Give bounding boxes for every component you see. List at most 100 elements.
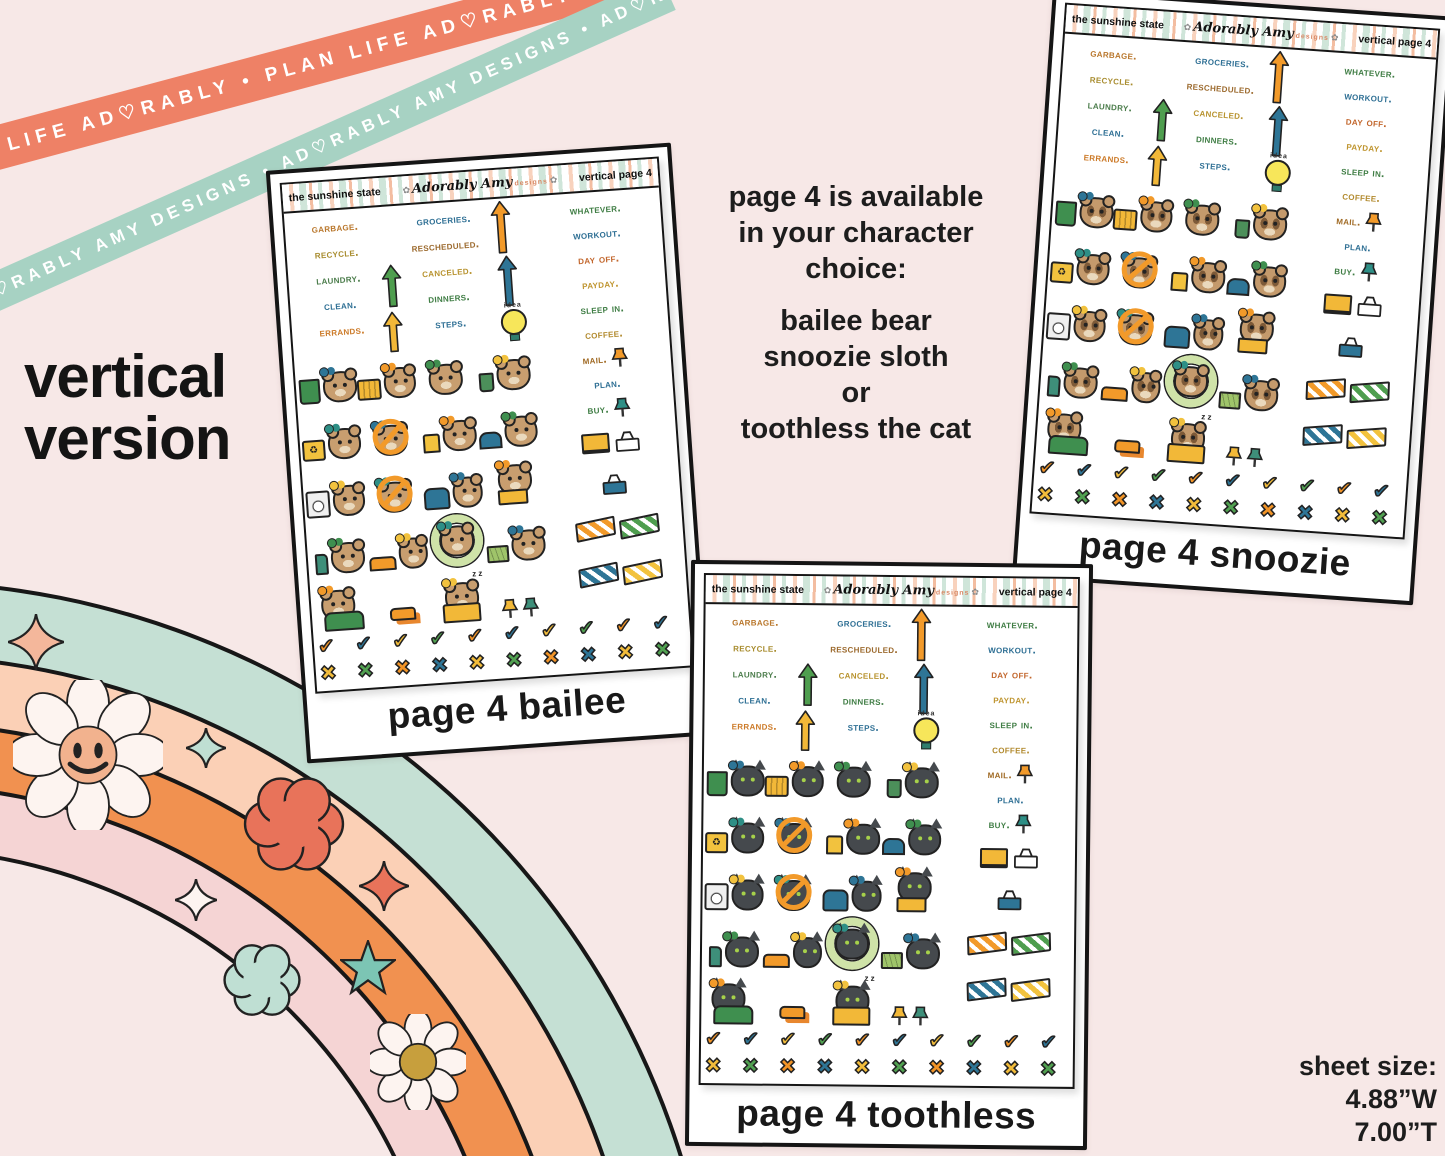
sticker-sloth-pushpins [1214,411,1277,472]
washi-strip-blue [578,560,620,589]
pushpin-icon [1359,261,1378,283]
character-face-bear [393,532,429,570]
no-symbol-icon [775,816,812,854]
x-mark-icon: ✖ [890,1057,908,1080]
hair-bow-icon [726,816,740,829]
character-face-sloth [1137,194,1175,234]
character-face-cat [726,816,766,854]
header-page-label: vertical page 4 [578,166,653,184]
binder-clip-white [613,429,642,453]
sheet-size-line-1: 4.88”W [1345,1083,1437,1114]
accessory-row [949,836,1071,881]
accessory-row [1291,279,1416,331]
ear-icon [460,521,475,536]
checkmark-icon: ✔ [965,1030,983,1053]
checkmark-icon: ✔ [704,1028,723,1051]
sheet-content: garbage.groceries.recycle.rescheduled.la… [701,604,1078,1091]
word-row: whatever. [951,611,1073,637]
sticker-bear-payday-cash [484,505,547,566]
sticker-sloth-recycling: ♻ [1049,228,1112,289]
pushpin-icon [1364,211,1383,233]
dinner-table-icon [1100,386,1129,402]
checkmark-icon: ✔ [651,611,670,635]
sticker-bear-dinner-time [366,514,429,575]
checkmark-icon: ✔ [1040,1031,1058,1054]
character-face-cat [726,759,766,797]
character-face-cat [841,817,881,855]
car-icon [712,1005,753,1025]
vertical-version-line1: vertical [24,343,227,410]
character-face-sloth [1182,197,1222,237]
word-errands: errands. [1083,149,1130,167]
binder-clip-white [1012,847,1040,869]
sticker-sloth-money-wreath [1159,350,1222,411]
word-workout: workout. [988,641,1037,657]
hair-bow-icon [720,930,733,943]
brand-subtitle: designs [514,178,549,188]
sparkle-mint [181,727,231,769]
ear-icon [753,816,766,827]
washi-strip-yellow [1010,977,1051,1002]
binder-clip-blue [995,889,1023,911]
washing-machine-icon [704,883,729,911]
sticker-cat-driving-car [703,970,763,1028]
checkmark-icon: ✔ [891,1030,909,1053]
recycle-bin-icon: ♻ [705,832,728,854]
character-face-sloth [1060,360,1100,400]
bed-icon [441,601,482,624]
sparkle-peach [3,613,69,671]
sticker-cat-coffee-to-go [883,744,943,802]
hair-bow-icon [900,761,913,774]
word-row: sleep in. [950,711,1072,737]
ear-icon [930,818,943,829]
sticker-cat-mailbox [882,801,943,859]
green-up-arrow [798,663,818,707]
sticker-bear-sneakers [370,570,433,631]
checkmark-icon: ✔ [1334,477,1354,501]
checkmark-icon: ✔ [354,632,373,656]
character-face-bear [506,524,547,562]
page-flag-clip [580,432,611,455]
x-mark-icon: ✖ [1370,507,1389,531]
sticker-cat-taking-out-garbage [706,742,766,800]
x-mark-icon: ✖ [779,1055,797,1079]
desk-icon [497,488,529,506]
character-face-bear [490,353,532,392]
armchair-icon [423,486,452,511]
word-plan: plan. [997,791,1024,806]
checkmark-icon: ✔ [614,614,633,638]
word-payday: payday. [581,275,620,292]
pushpin-icon [521,596,540,618]
pushpin-icon [911,1005,929,1026]
flower-icon: ✿ [823,585,832,596]
accessory-row [948,920,1070,967]
washing-machine-icon [1045,312,1072,341]
ear-icon [734,977,747,988]
ear-icon [351,537,366,552]
sticker-bear-reading-in-armchair [421,453,484,514]
word-mail: mail. [1335,212,1362,229]
checkmark-icon: ✔ [465,624,485,648]
word-groceries: groceries. [837,615,892,631]
washi-strip-yellow [1346,426,1387,449]
trash-bin-icon [706,771,728,797]
sleep-zz: z z [864,973,875,983]
x-mark-icon: ✖ [356,659,375,683]
orange-up-arrow [911,608,932,662]
coffee-cup-icon [477,372,495,393]
x-mark-icon: ✖ [816,1056,834,1079]
orange-up-arrow [1267,50,1291,105]
word-coffee: coffee. [584,324,624,342]
checkmark-icon: ✔ [1260,472,1279,496]
shopping-cart-icon [1112,208,1138,232]
x-mark-icon: ✖ [319,662,338,686]
sticker-bear-grocery-shopping [354,343,417,404]
washi-strip-green [1011,931,1052,956]
x-mark-icon: ✖ [1035,483,1055,507]
ear-icon [1213,259,1228,274]
x-mark-icon: ✖ [1333,504,1352,528]
